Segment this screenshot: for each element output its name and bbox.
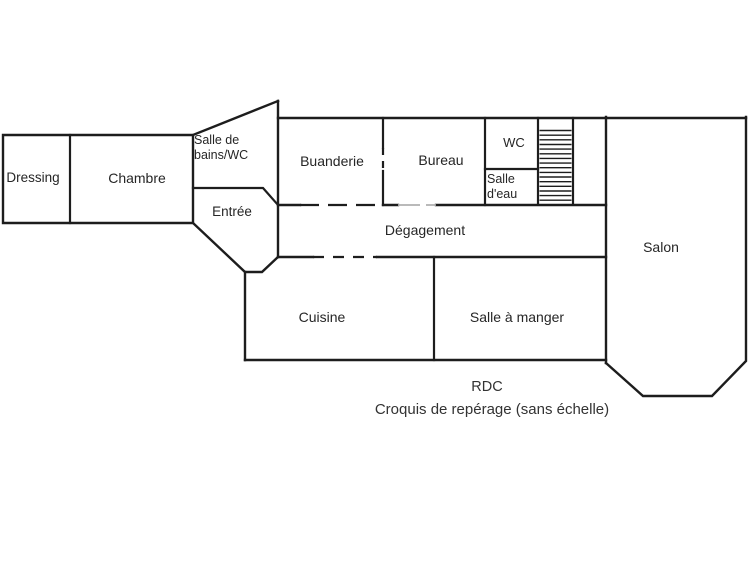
room-label-dressing: Dressing bbox=[6, 170, 60, 185]
caption-floor-level: RDC bbox=[471, 379, 503, 395]
wall-lines bbox=[1, 99, 748, 398]
room-label-salle-a-manger: Salle à manger bbox=[469, 309, 565, 325]
room-label-salon: Salon bbox=[643, 239, 679, 255]
room-label-salle-d-eau: Salle d'eau bbox=[487, 172, 518, 201]
door-opening-dashes bbox=[300, 148, 436, 259]
room-label-degagement: Dégagement bbox=[384, 222, 466, 238]
room-label-buanderie: Buanderie bbox=[300, 153, 364, 169]
caption-sketch-note: Croquis de repérage (sans échelle) bbox=[374, 401, 610, 418]
stairs-symbol bbox=[539, 129, 572, 201]
room-label-entree: Entrée bbox=[212, 204, 252, 219]
room-label-salle-de-bains-wc: Salle de bains/WC bbox=[194, 133, 249, 162]
room-label-bureau: Bureau bbox=[418, 152, 464, 168]
room-label-chambre: Chambre bbox=[108, 170, 166, 186]
room-label-wc: WC bbox=[503, 135, 525, 150]
room-label-cuisine: Cuisine bbox=[298, 309, 346, 325]
